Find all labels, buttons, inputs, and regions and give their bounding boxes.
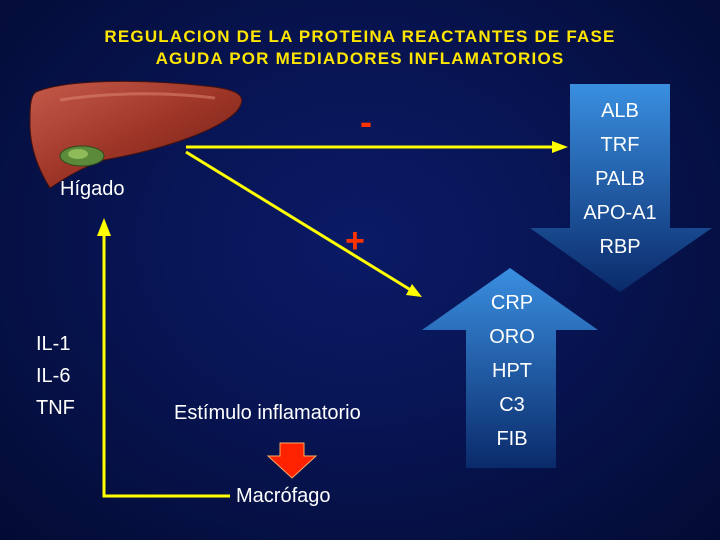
feedback-line: [102, 234, 230, 498]
protein-rbp: RBP: [599, 236, 641, 258]
protein-c3: C3: [499, 394, 525, 416]
protein-hpt: HPT: [492, 360, 532, 382]
cytokine-il-6: IL-6: [36, 365, 71, 387]
protein-apo-a1: APO-A1: [583, 202, 657, 224]
protein-alb: ALB: [601, 100, 639, 122]
inhibition-arrowhead: [552, 141, 568, 153]
pathway-lines: [102, 145, 554, 498]
cytokines-list: IL-1 IL-6 TNF: [36, 328, 106, 424]
liver-icon: [29, 80, 243, 189]
positive-proteins-arrow: [422, 268, 598, 468]
protein-crp: CRP: [490, 292, 534, 314]
cytokine-tnf: TNF: [36, 397, 75, 419]
protein-trf: TRF: [600, 134, 640, 156]
title-line-2: AGUDA POR MEDIADORES INFLAMATORIOS: [155, 49, 565, 68]
stimulus-label: Estímulo inflamatorio: [174, 402, 361, 424]
protein-fib: FIB: [496, 428, 528, 450]
macrophage-label: Macrófago: [236, 485, 331, 507]
slide-title: REGULACION DE LA PROTEINA REACTANTES DE …: [0, 26, 710, 70]
liver-label: Hígado: [60, 178, 125, 200]
plus-sign: +: [345, 222, 365, 260]
negative-proteins-list: ALB TRF PALB APO-A1 RBP: [560, 94, 680, 264]
stimulation-arrowhead: [406, 284, 422, 297]
protein-palb: PALB: [595, 168, 645, 190]
negative-proteins-arrow: [530, 84, 712, 292]
stimulation-line: [185, 150, 415, 294]
protein-oro: ORO: [489, 326, 535, 348]
positive-proteins-list: CRP ORO HPT C3 FIB: [460, 286, 564, 456]
macrophage-arrow-icon: [266, 442, 318, 479]
feedback-arrowhead: [97, 218, 111, 236]
cytokine-il-1: IL-1: [36, 333, 71, 355]
minus-sign: -: [360, 101, 372, 142]
title-line-1: REGULACION DE LA PROTEINA REACTANTES DE …: [104, 27, 616, 46]
